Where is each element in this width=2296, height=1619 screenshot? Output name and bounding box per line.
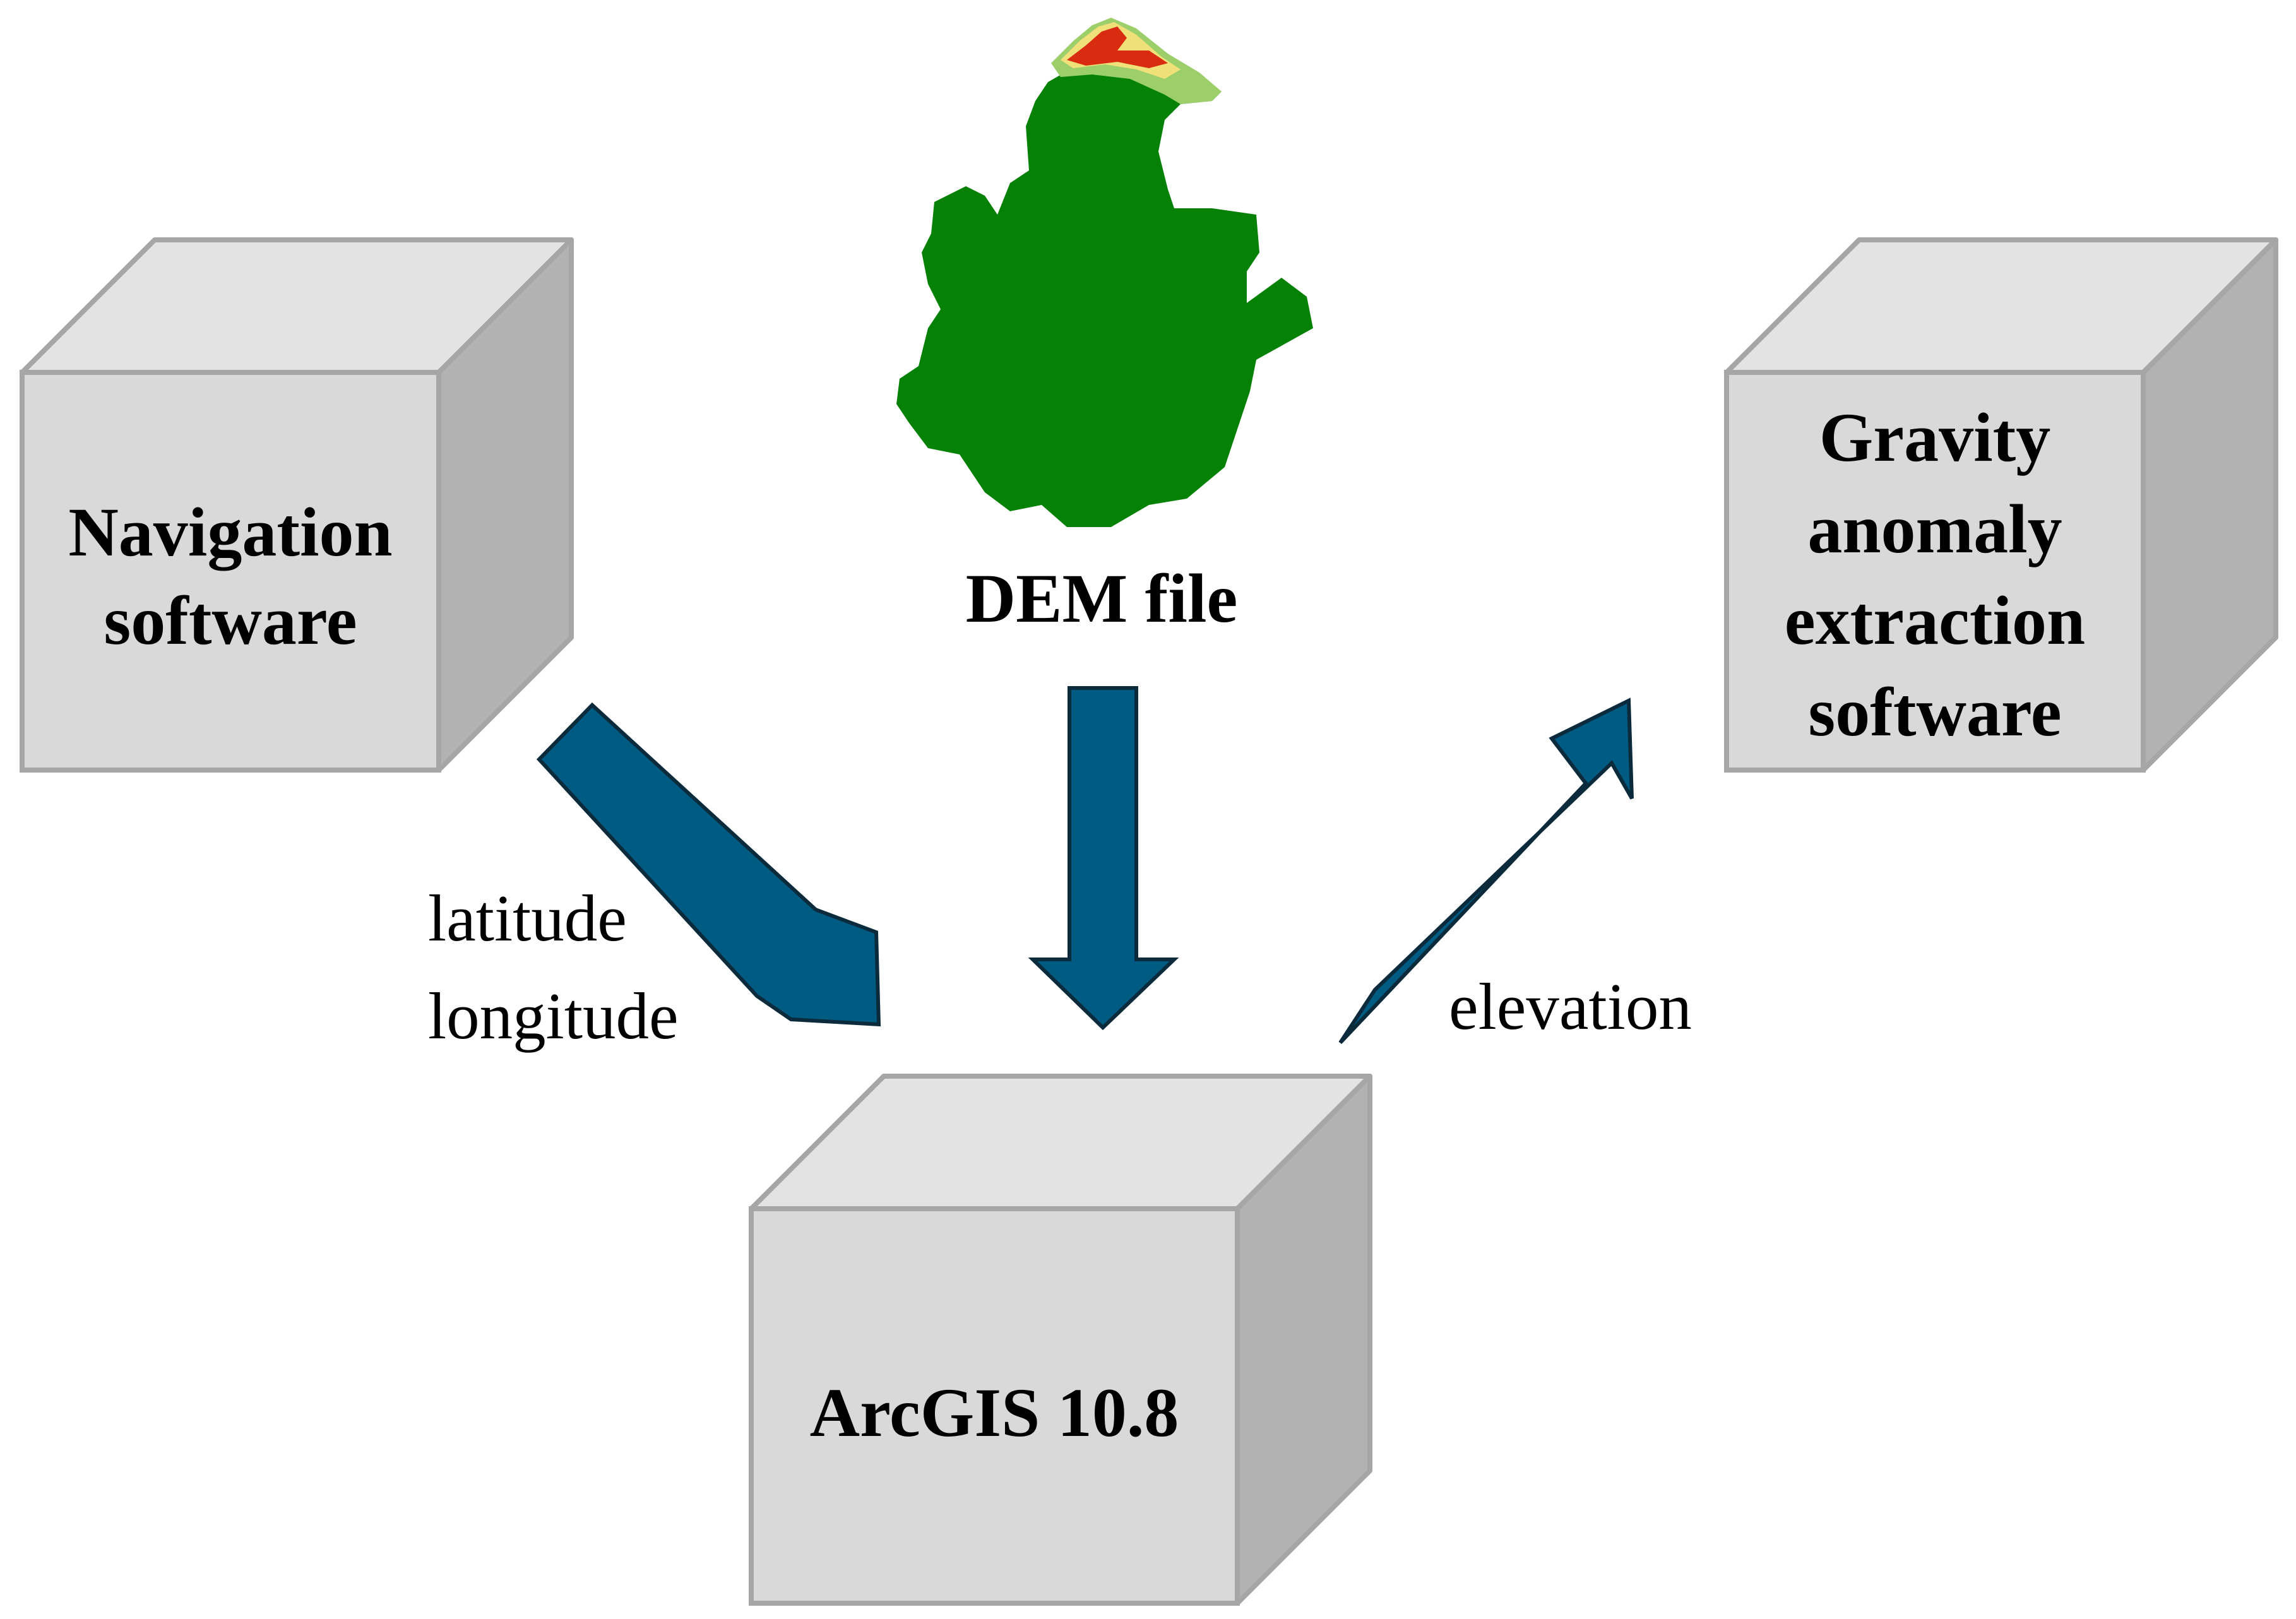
arrow-down-icon [1028, 686, 1179, 1031]
gravity-box-label-line4: software [1808, 673, 2061, 750]
arcgis-box-label: ArcGIS 10.8 [810, 1374, 1179, 1451]
dem-map-highland-peak [1067, 27, 1168, 68]
gravity-box-label-line3: extraction [1785, 582, 2085, 659]
dem-map-icon: DEM file [896, 18, 1313, 637]
latitude-label: latitude [428, 881, 627, 955]
dem-file-label: DEM file [966, 560, 1238, 637]
gravity-box-front-face [1724, 370, 2146, 773]
navigation-software-box: Navigation software [20, 237, 574, 773]
arrow-up-right-icon [1338, 697, 1634, 1045]
longitude-label: longitude [428, 979, 679, 1053]
arcgis-box-front-face [749, 1206, 1240, 1606]
arrow-down-right-icon [536, 702, 881, 1027]
dem-map-plain [896, 47, 1313, 527]
gravity-box-label-line1: Gravity [1819, 399, 2051, 476]
elevation-label: elevation [1449, 970, 1692, 1043]
navigation-box-label-line2: software [104, 582, 357, 659]
navigation-box-label-line1: Navigation [68, 494, 392, 571]
gravity-box-label-line2: anomaly [1807, 490, 2062, 567]
gravity-software-box: Gravity anomaly extraction software [1724, 237, 2278, 773]
arcgis-box: ArcGIS 10.8 [749, 1074, 1372, 1606]
navigation-box-front-face [20, 370, 441, 773]
